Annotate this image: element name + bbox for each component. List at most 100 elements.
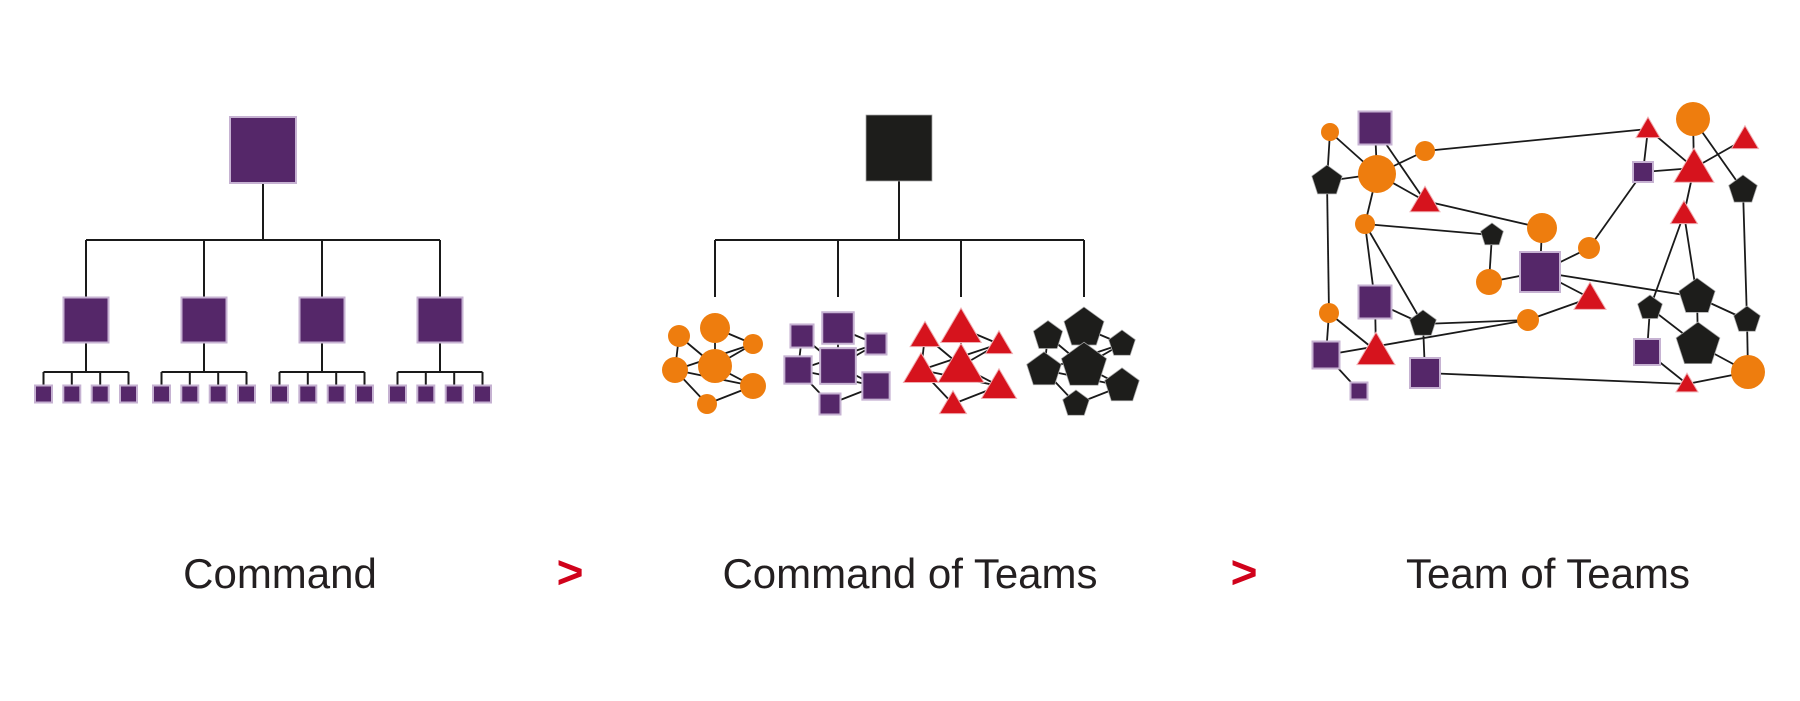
command-of-teams-tree bbox=[662, 114, 1140, 416]
team-member-purple-node bbox=[819, 347, 857, 385]
network-purple-node bbox=[1409, 357, 1441, 389]
team-member-purple-node bbox=[818, 392, 842, 416]
manager-square-node bbox=[180, 296, 228, 344]
network-black-node bbox=[1409, 309, 1437, 336]
connector-line bbox=[1364, 223, 1424, 325]
worker-square-node bbox=[355, 384, 374, 404]
worker-square-node bbox=[62, 384, 82, 404]
connector-line bbox=[1424, 128, 1649, 152]
network-red-node bbox=[1409, 185, 1441, 213]
network-red-node bbox=[1675, 372, 1699, 393]
network-black-node bbox=[1728, 174, 1758, 203]
connector-line bbox=[1539, 271, 1698, 298]
team-member-red-node bbox=[909, 320, 941, 348]
worker-square-node bbox=[180, 384, 200, 404]
network-purple-node bbox=[1519, 251, 1561, 293]
team-member-orange-node bbox=[662, 357, 688, 383]
connector-line bbox=[1424, 200, 1543, 229]
worker-square-node bbox=[119, 384, 138, 404]
team-member-orange-node bbox=[740, 373, 766, 399]
connector-line bbox=[1424, 372, 1688, 385]
network-red-node bbox=[1730, 124, 1760, 150]
connector-line bbox=[1364, 223, 1493, 236]
team-member-orange-node bbox=[743, 334, 763, 354]
team-member-purple-node bbox=[821, 311, 855, 345]
team-member-purple-node bbox=[861, 371, 891, 401]
network-black-node bbox=[1311, 164, 1343, 195]
worker-square-node bbox=[208, 384, 228, 404]
label-command: Command bbox=[183, 550, 377, 597]
network-orange-node bbox=[1319, 303, 1339, 323]
team-member-red-node bbox=[938, 389, 968, 415]
network-purple-node bbox=[1633, 338, 1661, 366]
team-member-red-node bbox=[902, 351, 940, 384]
network-orange-node bbox=[1527, 213, 1557, 243]
worker-square-node bbox=[444, 384, 464, 404]
worker-square-node bbox=[473, 384, 492, 404]
team-member-black-node bbox=[1026, 351, 1062, 386]
network-orange-node bbox=[1578, 237, 1600, 259]
worker-square-node bbox=[298, 384, 318, 404]
team-member-orange-node bbox=[697, 394, 717, 414]
connector-line bbox=[1326, 180, 1330, 314]
network-red-node bbox=[1356, 331, 1396, 366]
connector-line bbox=[1649, 213, 1685, 309]
worker-square-node bbox=[416, 384, 436, 404]
command-tree bbox=[34, 116, 492, 404]
network-orange-node bbox=[1358, 155, 1396, 193]
team-member-purple-node bbox=[864, 332, 888, 356]
connector-line bbox=[1742, 189, 1748, 321]
team-cluster-black bbox=[1026, 306, 1140, 416]
connector-line bbox=[1588, 171, 1644, 249]
team-member-purple-node bbox=[789, 323, 815, 349]
connector-line bbox=[1325, 319, 1529, 356]
team-member-red-node bbox=[980, 367, 1018, 400]
network-black-node bbox=[1675, 321, 1721, 364]
team-cluster-red bbox=[902, 307, 1018, 415]
network-orange-node bbox=[1517, 309, 1539, 331]
team-member-red-node bbox=[937, 342, 985, 383]
team-member-red-node bbox=[984, 329, 1014, 355]
team-member-black-node bbox=[1104, 367, 1140, 402]
team-member-black-node bbox=[1062, 389, 1090, 416]
team-of-teams-network bbox=[1311, 102, 1765, 401]
worker-square-node bbox=[152, 384, 171, 404]
network-purple-node bbox=[1632, 161, 1654, 183]
chevron-right-icon: > bbox=[556, 546, 584, 598]
worker-square-node bbox=[34, 384, 53, 404]
connector-line bbox=[1422, 319, 1529, 325]
team-member-black-node bbox=[1060, 341, 1108, 386]
network-orange-node bbox=[1476, 269, 1502, 295]
worker-square-node bbox=[90, 384, 110, 404]
team-member-orange-node bbox=[700, 313, 730, 343]
manager-square-node bbox=[298, 296, 346, 344]
network-red-node bbox=[1669, 199, 1699, 225]
team-member-black-node bbox=[1032, 320, 1064, 349]
team-cluster-purple bbox=[783, 311, 891, 416]
network-red-node bbox=[1573, 281, 1607, 310]
team-cluster-orange bbox=[662, 313, 766, 414]
network-purple-node bbox=[1357, 110, 1393, 146]
network-orange-node bbox=[1355, 214, 1375, 234]
network-purple-node bbox=[1349, 381, 1369, 401]
network-black-node bbox=[1637, 294, 1663, 319]
manager-square-node bbox=[62, 296, 110, 344]
commander-square-node bbox=[229, 116, 297, 184]
label-team-of-teams: Team of Teams bbox=[1405, 550, 1691, 597]
network-black-node bbox=[1733, 305, 1761, 332]
worker-square-node bbox=[388, 384, 407, 404]
commander-square-node bbox=[865, 114, 933, 182]
network-orange-node bbox=[1321, 123, 1339, 141]
team-member-black-node bbox=[1108, 329, 1136, 356]
network-black-node bbox=[1480, 222, 1504, 246]
team-member-orange-node bbox=[698, 349, 732, 383]
network-orange-node bbox=[1415, 141, 1435, 161]
network-red-node bbox=[1673, 147, 1715, 183]
network-purple-node bbox=[1357, 284, 1393, 320]
team-member-purple-node bbox=[783, 355, 813, 385]
label-command-of-teams: Command of Teams bbox=[722, 550, 1098, 597]
team-member-orange-node bbox=[668, 325, 690, 347]
team-member-red-node bbox=[939, 307, 983, 343]
network-black-node bbox=[1678, 277, 1716, 313]
